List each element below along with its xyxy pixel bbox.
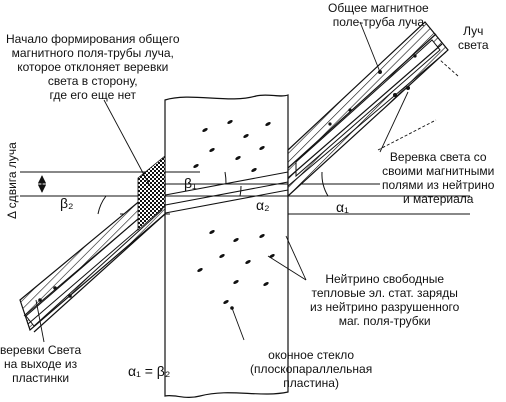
field-start-line-5: где его еще нет bbox=[49, 88, 136, 102]
label-common-field: Общее магнитное поле-труба луча bbox=[328, 1, 429, 29]
glass-plate bbox=[164, 94, 289, 399]
field-start-line-2: магнитного поля-трубы луча, bbox=[11, 46, 174, 60]
light-ropes-line-2: своими магнитными bbox=[382, 164, 495, 178]
common-field-line-1: Общее магнитное bbox=[328, 1, 429, 15]
angle-arcs bbox=[97, 171, 329, 215]
light-ray-line-2: света bbox=[458, 38, 489, 52]
incoming-beam bbox=[287, 21, 449, 198]
reference-lines bbox=[20, 171, 470, 215]
label-light-ray: Луч света bbox=[458, 24, 489, 52]
label-ropes-exit: веревки Света на выходе из пластинки bbox=[0, 343, 81, 385]
ropes-exit-line-1: веревки Света bbox=[0, 343, 82, 357]
light-ropes-line-1: Веревка света со bbox=[389, 150, 487, 164]
label-field-start: Начало формирования общего магнитного по… bbox=[6, 32, 180, 102]
light-ropes-line-3: полями из нейтрино bbox=[382, 178, 495, 192]
label-shift: Δ сдвига луча bbox=[5, 142, 19, 219]
ropes-exit-line-3: пластинки bbox=[12, 371, 70, 385]
label-light-ropes: Веревка света со своими магнитными полям… bbox=[382, 150, 494, 206]
beam-particles bbox=[328, 54, 417, 126]
label-beta2: β₂ bbox=[60, 195, 74, 211]
label-alpha1: α₁ bbox=[336, 199, 349, 215]
label-alpha2: α₂ bbox=[256, 197, 270, 213]
glass-line-2: (плоскопараллельная bbox=[250, 362, 373, 376]
neutrino-line-4: маг. поля-трубки bbox=[338, 314, 431, 328]
common-field-line-2: поле-труба луча bbox=[332, 15, 425, 29]
label-glass: оконное стекло (плоскопараллельная пласт… bbox=[250, 348, 372, 390]
neutrino-line-1: Нейтрино свободные bbox=[325, 272, 444, 286]
light-ropes-line-4: и материала bbox=[402, 192, 474, 206]
glass-line-3: пластина) bbox=[283, 376, 339, 390]
label-neutrino: Нейтрино свободные тепловые эл. стат. за… bbox=[310, 272, 459, 328]
label-beta1: β₁ bbox=[184, 175, 197, 191]
neutrino-line-2: тепловые эл. стат. заряды bbox=[311, 286, 458, 300]
glass-line-1: оконное стекло bbox=[268, 348, 355, 362]
field-start-line-3: которое отклоняет веревки bbox=[17, 60, 169, 74]
field-start-line-1: Начало формирования общего bbox=[6, 32, 180, 46]
light-ray-line-1: Луч bbox=[463, 24, 484, 38]
leader-lines bbox=[35, 21, 459, 343]
neutrino-particles bbox=[193, 120, 275, 310]
field-start-line-4: света в сторону, bbox=[47, 74, 138, 88]
ropes-exit-line-2: на выходе из bbox=[4, 357, 78, 371]
refracted-beam bbox=[159, 171, 289, 215]
field-formation-region bbox=[137, 155, 166, 231]
neutrino-line-3: из нейтрино разрушенного bbox=[310, 300, 460, 314]
label-equation: α₁ = β₂ bbox=[128, 363, 171, 379]
